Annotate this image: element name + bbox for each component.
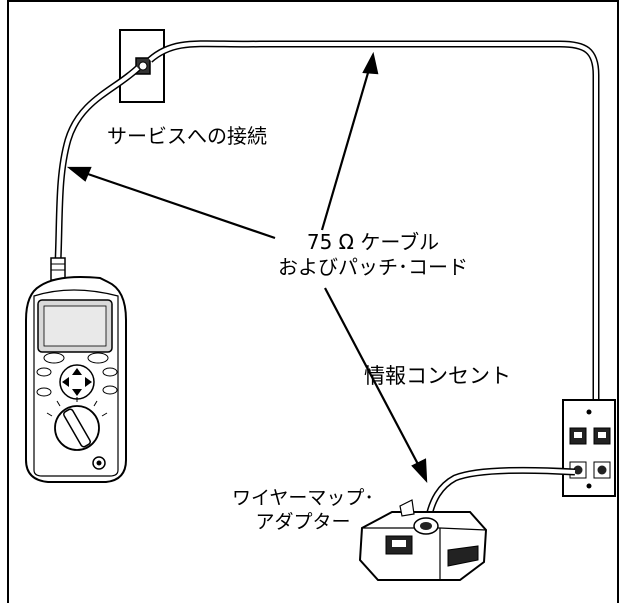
cable-label: 75 Ω ケーブル およびパッチ･コード xyxy=(278,230,468,280)
wiremap-adapter-label: ワイヤーマップ･ アダプター xyxy=(232,487,374,535)
tester-connector xyxy=(50,257,66,281)
frame xyxy=(7,0,619,603)
handheld-tester xyxy=(25,276,127,483)
service-wall-plate xyxy=(119,29,165,103)
softkey-right xyxy=(87,352,109,364)
cable-label-line2: およびパッチ･コード xyxy=(278,255,468,279)
enter-key xyxy=(102,385,118,395)
softkey-left xyxy=(43,352,65,364)
info-outlet-label: 情報コンセント xyxy=(364,364,511,388)
coax-cable-to-tester xyxy=(54,65,141,263)
adapter-label-line2: アダプター xyxy=(255,510,351,533)
test-key xyxy=(102,367,118,377)
info-outlet-plate xyxy=(562,399,616,497)
adapter-label-line1: ワイヤーマップ･ xyxy=(232,487,374,509)
cable-label-line1: 75 Ω ケーブル xyxy=(306,230,440,254)
help-key xyxy=(36,387,52,397)
arrows xyxy=(66,51,428,483)
patch-cord xyxy=(424,466,576,521)
exit-key xyxy=(36,367,52,377)
service-connection-label: サービスへの接続 xyxy=(107,124,267,148)
wiremap-adapter xyxy=(358,499,488,581)
